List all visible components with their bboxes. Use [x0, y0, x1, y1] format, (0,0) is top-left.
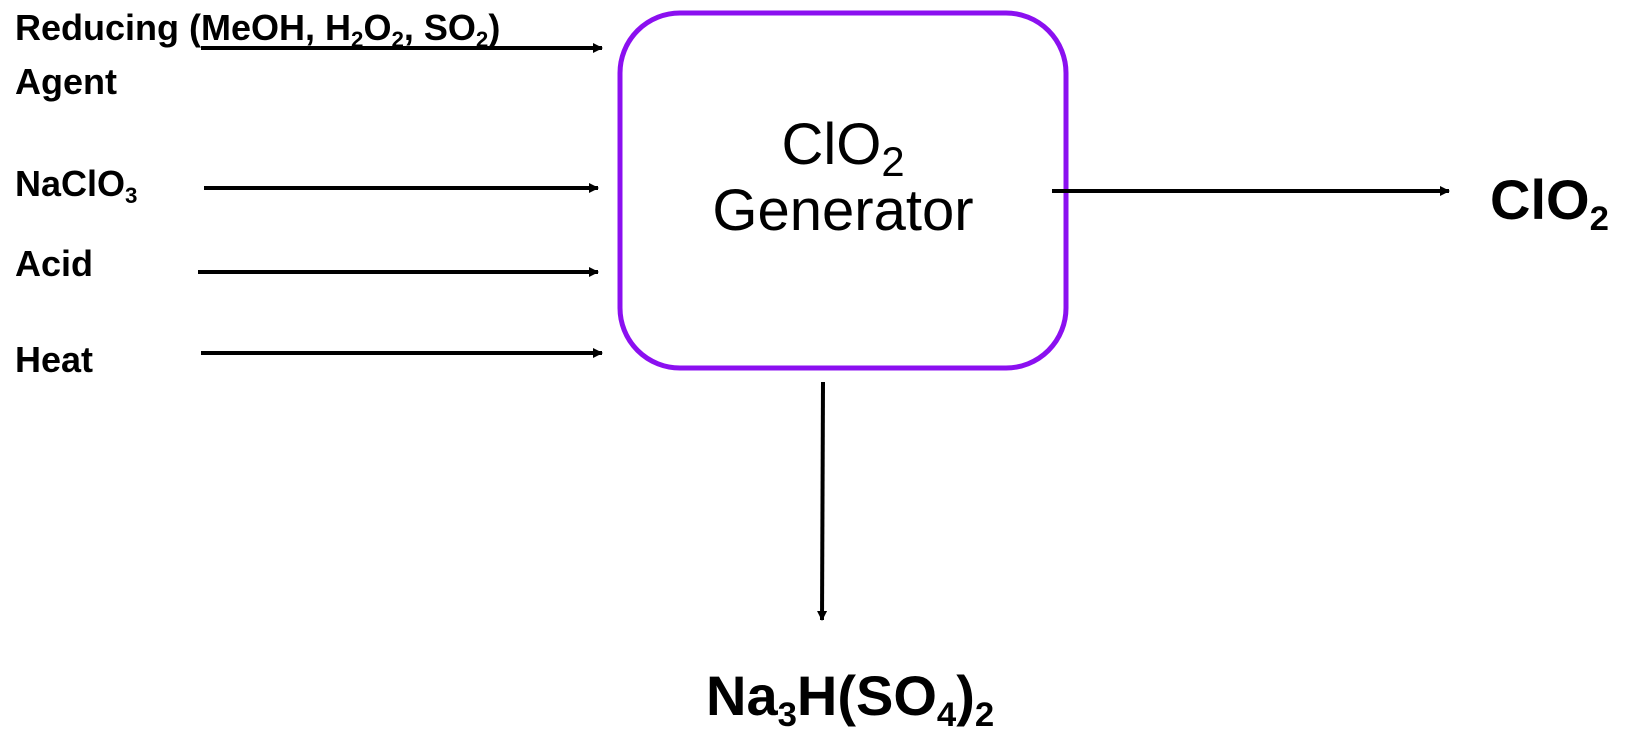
byproduct-subscript-2: 4	[936, 696, 957, 735]
so2-prefix: , SO	[403, 7, 476, 48]
generator-clo2-base: ClO	[781, 112, 882, 177]
clo2-output-subscript: 2	[1589, 200, 1609, 239]
clo2-output-base: ClO	[1490, 168, 1590, 231]
byproduct-subscript-1: 3	[777, 696, 797, 735]
generator-label: ClO2 Generator	[620, 112, 1066, 243]
chlorate-label: NaClO3	[15, 163, 137, 207]
h2o2-mid: O	[363, 7, 392, 48]
clo2-output-label: ClO2	[1490, 172, 1609, 237]
byproduct-part-2: H(SO	[796, 664, 937, 727]
generator-clo2-subscript: 2	[881, 137, 905, 185]
generator-line1: ClO2	[620, 112, 1066, 185]
h2o2-subscript-1: 2	[351, 27, 364, 53]
reducing-agent-label: Reducing (MeOH, H2O2, SO2) Agent	[15, 10, 500, 100]
reducing-agent-line2: Agent	[15, 61, 117, 102]
byproduct-subscript-3: 2	[974, 696, 995, 735]
heat-label: Heat	[15, 339, 94, 380]
byproduct-label: Na3H(SO4)2	[706, 668, 994, 733]
h2o2-subscript-2: 2	[391, 27, 404, 53]
reducing-agent-line1: Reducing (MeOH, H2O2, SO2)	[15, 7, 501, 51]
byproduct-part-1: Na	[706, 664, 778, 727]
so2-subscript: 2	[475, 27, 489, 53]
reducing-text-suffix: )	[488, 7, 501, 48]
acid-label: Acid	[15, 243, 94, 284]
chlorate-base: NaClO	[15, 163, 126, 204]
chlorate-subscript: 3	[125, 183, 138, 209]
reducing-text-prefix: Reducing (MeOH, H	[15, 7, 352, 48]
generator-line2: Generator	[712, 177, 974, 243]
byproduct-part-3: )	[956, 664, 975, 727]
byproduct-output-arrow	[817, 381, 828, 621]
